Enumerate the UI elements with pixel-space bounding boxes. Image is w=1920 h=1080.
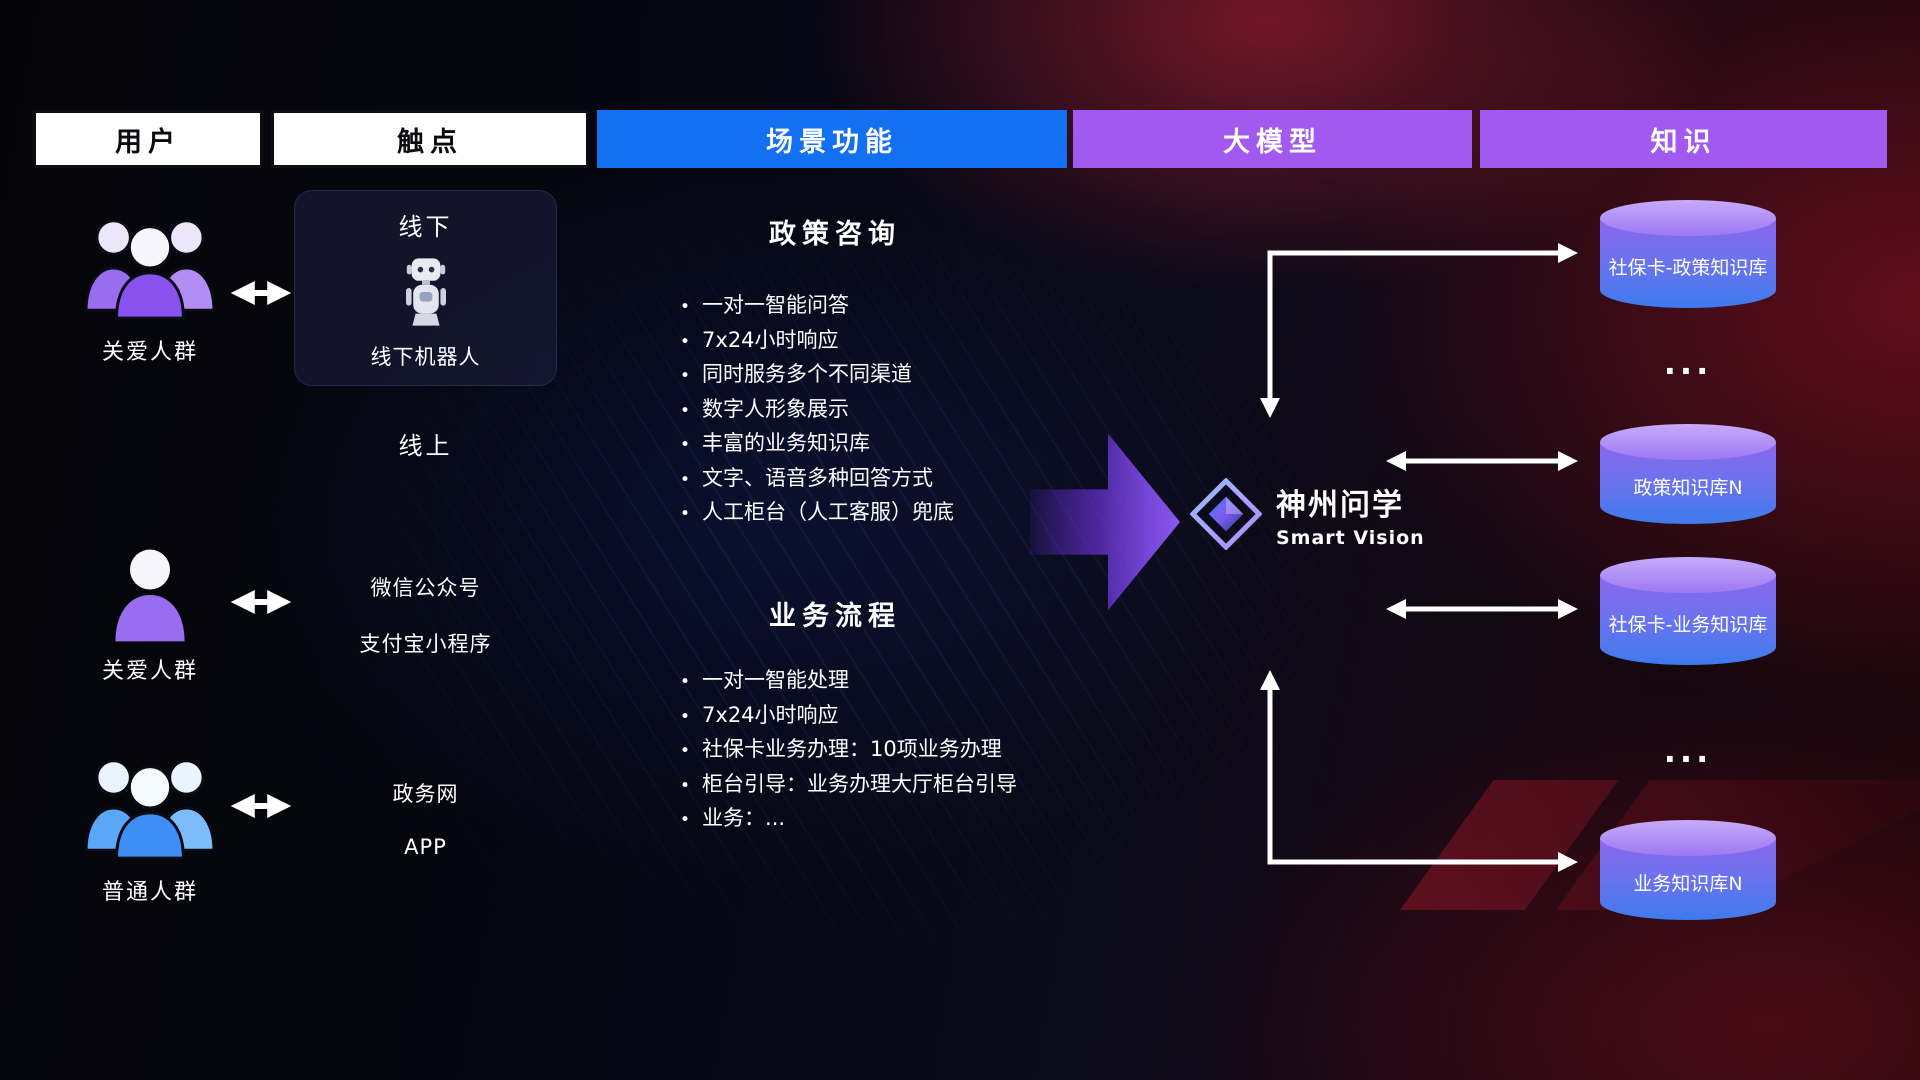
touchpoint-wechat: 微信公众号 — [370, 576, 481, 600]
db-label: 业务知识库N — [1633, 872, 1743, 895]
db-cylinder-cap — [1600, 424, 1776, 460]
single-user-icon — [115, 549, 185, 642]
policy-item: 文字、语音多种回答方式 — [680, 462, 1120, 497]
policy-item: 同时服务多个不同渠道 — [680, 358, 1120, 393]
business-title: 业务流程 — [769, 601, 901, 632]
policy-item: 7x24小时响应 — [680, 324, 1120, 359]
business-item: 社保卡业务办理：10项业务办理 — [680, 733, 1120, 768]
business-item: 7x24小时响应 — [680, 699, 1120, 734]
brand-subtitle: Smart Vision — [1276, 526, 1425, 549]
knowledge-db-policy-n: 政策知识库N — [1600, 424, 1776, 524]
touchpoint-app: APP — [404, 835, 447, 859]
user-group-label: 关爱人群 — [101, 659, 198, 684]
robot-icon — [405, 257, 446, 326]
policy-item: 人工柜台（人工客服）兜底 — [680, 496, 1120, 531]
db-label: 政策知识库N — [1633, 476, 1743, 499]
column-header-knowledge: 知识 — [1480, 110, 1887, 168]
knowledge-db-business-n: 业务知识库N — [1600, 820, 1776, 920]
user-group-care-2: 关爱人群 — [75, 545, 225, 685]
offline-touchpoint-card: 线下 线下机器人 — [294, 190, 557, 386]
business-item: 业务：... — [680, 802, 1120, 837]
online-title: 线上 — [398, 432, 453, 460]
db-label: 社保卡-业务知识库 — [1608, 613, 1768, 636]
user-group-label: 关爱人群 — [101, 340, 198, 365]
user-group-general: 普通人群 — [75, 748, 225, 906]
knowledge-db-sscard-policy: 社保卡-政策知识库 — [1600, 200, 1776, 308]
brand-block: 神州问学 Smart Vision — [1190, 478, 1425, 550]
knowledge-db-sscard-business: 社保卡-业务知识库 — [1600, 557, 1776, 665]
policy-title: 政策咨询 — [769, 219, 901, 250]
column-header-touchpoints: 触点 — [271, 110, 589, 168]
business-item: 一对一智能处理 — [680, 664, 1120, 699]
policy-item: 一对一智能问答 — [680, 289, 1120, 324]
column-header-model: 大模型 — [1073, 110, 1472, 168]
general-group-icon — [84, 759, 216, 860]
business-list: 一对一智能处理 7x24小时响应 社保卡业务办理：10项业务办理 柜台引导：业务… — [680, 664, 1120, 837]
policy-list: 一对一智能问答 7x24小时响应 同时服务多个不同渠道 数字人形象展示 丰富的业… — [680, 289, 1120, 531]
db-cylinder-cap — [1600, 820, 1776, 856]
db-cylinder-cap — [1600, 200, 1776, 236]
touchpoint-alipay: 支付宝小程序 — [359, 632, 492, 656]
business-item: 柜台引导：业务办理大厅柜台引导 — [680, 768, 1120, 803]
column-header-users: 用户 — [33, 110, 263, 168]
diamond-logo-icon — [1190, 478, 1262, 550]
knowledge-ellipsis-2: ... — [1663, 732, 1713, 770]
knowledge-ellipsis-1: ... — [1663, 344, 1713, 382]
policy-item: 丰富的业务知识库 — [680, 427, 1120, 462]
column-header-scenario: 场景功能 — [597, 110, 1067, 168]
db-cylinder-cap — [1600, 557, 1776, 593]
brand-text: 神州问学 Smart Vision — [1276, 480, 1425, 549]
offline-title: 线下 — [398, 213, 453, 241]
user-group-label: 普通人群 — [101, 880, 198, 905]
policy-item: 数字人形象展示 — [680, 393, 1120, 428]
db-label: 社保卡-政策知识库 — [1608, 256, 1768, 279]
care-group-icon — [84, 219, 216, 320]
user-group-care-1: 关爱人群 — [75, 208, 225, 366]
touchpoint-govweb: 政务网 — [392, 782, 459, 806]
offline-robot-label: 线下机器人 — [370, 345, 481, 369]
brand-name: 神州问学 — [1276, 487, 1404, 523]
